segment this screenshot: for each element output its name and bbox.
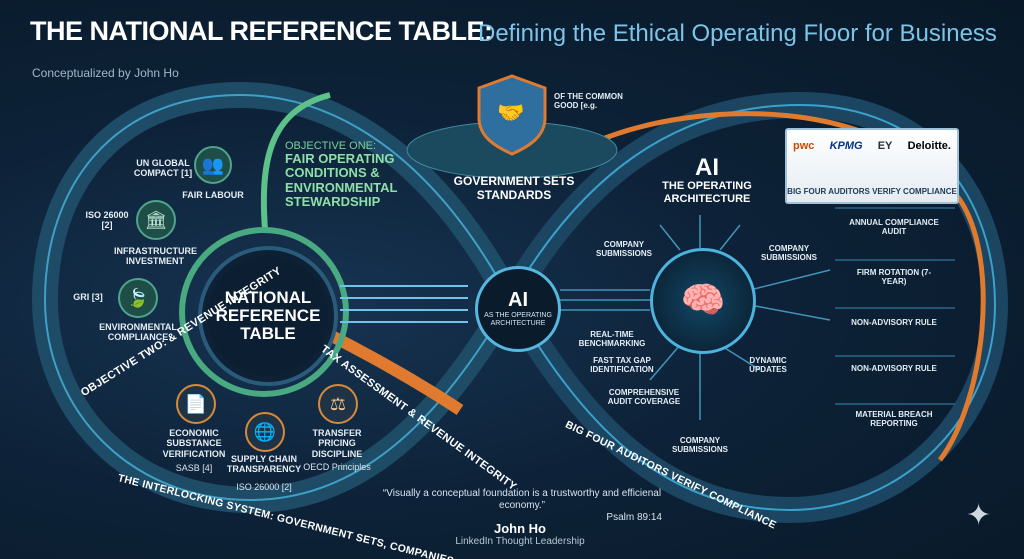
pillar-transfer-pricing: TRANSFER PRICING DISCIPLINE	[311, 428, 363, 459]
node-company-submissions: COMPANY SUBMISSIONS	[595, 240, 652, 259]
right-ai-header: AI THE OPERATING ARCHITECTURE	[652, 156, 762, 205]
center-ai-subtitle: AS THE OPERATING ARCHITECTURE	[484, 312, 552, 327]
quote-reference: Psalm 89:14	[606, 512, 662, 523]
auditors-box: pwc KPMG EY Deloitte. BIG FOUR AUDITORS …	[785, 128, 959, 204]
sparkle-icon: ✦	[966, 499, 992, 532]
side-annual-audit: ANNUAL COMPLIANCE AUDIT	[849, 218, 939, 237]
left-loop-edge	[43, 93, 511, 502]
node-real-time-benchmarking: REAL-TIME BENCHMARKING	[578, 330, 646, 349]
footer-author: John Ho LinkedIn Thought Leadership	[440, 521, 600, 547]
logo-deloitte: Deloitte.	[907, 140, 951, 152]
center-ai-title: AI	[508, 289, 528, 312]
center-ai-node: AI AS THE OPERATING ARCHITECTURE	[475, 266, 561, 352]
side-non-advisory: NON-ADVISORY RULE	[851, 318, 937, 327]
page-title: THE NATIONAL REFERENCE TABLE:	[30, 16, 493, 46]
network-icon: 🌐	[245, 412, 285, 452]
auditor-logos: pwc KPMG EY Deloitte.	[793, 140, 951, 152]
logo-pwc: pwc	[793, 140, 815, 152]
page-subtitle: Defining the Ethical Operating Floor for…	[478, 20, 997, 47]
objective-one-line: CONDITIONS &	[285, 165, 380, 181]
logo-kpmg: KPMG	[829, 140, 863, 152]
pillar-supply-chain-ref: ISO 26000 [2]	[236, 482, 292, 492]
pillar-economic-substance: ECONOMIC SUBSTANCE VERIFICATION	[162, 428, 226, 459]
pillar-economic-substance-ref: SASB [4]	[175, 463, 213, 473]
center-arrows	[340, 285, 468, 323]
shield-icon	[477, 74, 547, 156]
document-icon: 📄	[176, 384, 216, 424]
hub-line: TABLE	[240, 323, 296, 343]
handshake-icon: 🤝	[497, 100, 525, 125]
right-ai-subtitle: THE OPERATING ARCHITECTURE	[662, 180, 752, 205]
node-audit-coverage: COMPREHENSIVE AUDIT COVERAGE	[607, 388, 681, 407]
circuit-lines	[560, 215, 831, 420]
objective-one-line: FAIR OPERATING	[285, 151, 395, 166]
node-company-submissions: COMPANY SUBMISSIONS	[760, 244, 817, 263]
leaf-icon: 🍃	[118, 278, 158, 318]
pillar-infrastructure: INFRASTRUCTURE INVESTMENT	[114, 246, 197, 267]
pillar-transfer-pricing-ref: OECD Principles	[303, 462, 371, 472]
hub-line: NATIONAL	[224, 288, 312, 308]
objective-one-kicker: OBJECTIVE ONE:	[285, 140, 377, 152]
people-icon: 👥	[194, 146, 232, 184]
author-role: LinkedIn Thought Leadership	[455, 536, 585, 547]
standard-un-global-compact: UN GLOBAL COMPACT [1]	[133, 158, 193, 179]
node-tax-gap: FAST TAX GAP IDENTIFICATION	[590, 356, 654, 375]
national-reference-table-hub: NATIONAL REFERENCE TABLE	[198, 246, 338, 386]
objective-one-line: STEWARDSHIP	[285, 193, 381, 209]
brain-icon: 🧠	[650, 248, 756, 354]
credit-line: Conceptualized by John Ho	[32, 66, 179, 80]
quote-text: “Visually a conceptual foundation is a t…	[382, 488, 662, 511]
side-firm-rotation: FIRM ROTATION (7-YEAR)	[856, 268, 932, 287]
standard-iso-26000: ISO 26000 [2]	[85, 210, 129, 231]
side-material-breach: MATERIAL BREACH REPORTING	[855, 410, 933, 429]
objective-one: OBJECTIVE ONE: FAIR OPERATING CONDITIONS…	[285, 140, 397, 209]
author-name: John Ho	[494, 521, 546, 536]
side-non-advisory: NON-ADVISORY RULE	[851, 364, 937, 373]
scales-icon: ⚖	[318, 384, 358, 424]
building-icon: 🏛	[136, 200, 176, 240]
standard-gri: GRI [3]	[73, 292, 103, 302]
hub-ring	[179, 227, 349, 397]
side-separators	[835, 207, 955, 405]
auditors-caption: BIG FOUR AUDITORS VERIFY COMPLIANCE	[787, 187, 957, 196]
right-loop-edge	[509, 103, 997, 512]
objective-one-line: ENVIRONMENTAL	[285, 179, 398, 195]
government-standards: GOVERNMENT SETS STANDARDS	[453, 174, 575, 202]
footer-quote: “Visually a conceptual foundation is a t…	[382, 488, 662, 524]
pillar-fair-labour: FAIR LABOUR	[182, 190, 244, 200]
green-flow	[260, 92, 331, 231]
common-good-label: OF THE COMMON GOOD [e.g.	[554, 92, 623, 111]
hub-line: REFERENCE	[215, 306, 321, 326]
logo-ey: EY	[877, 140, 893, 152]
right-ai-title: AI	[695, 154, 719, 181]
node-company-submissions: COMPANY SUBMISSIONS	[671, 436, 728, 455]
pillar-supply-chain: SUPPLY CHAIN TRANSPARENCY	[226, 454, 302, 475]
node-dynamic-updates: DYNAMIC UPDATES	[749, 356, 787, 375]
pillar-environmental: ENVIRONMENTAL COMPLIANCE	[99, 322, 177, 343]
